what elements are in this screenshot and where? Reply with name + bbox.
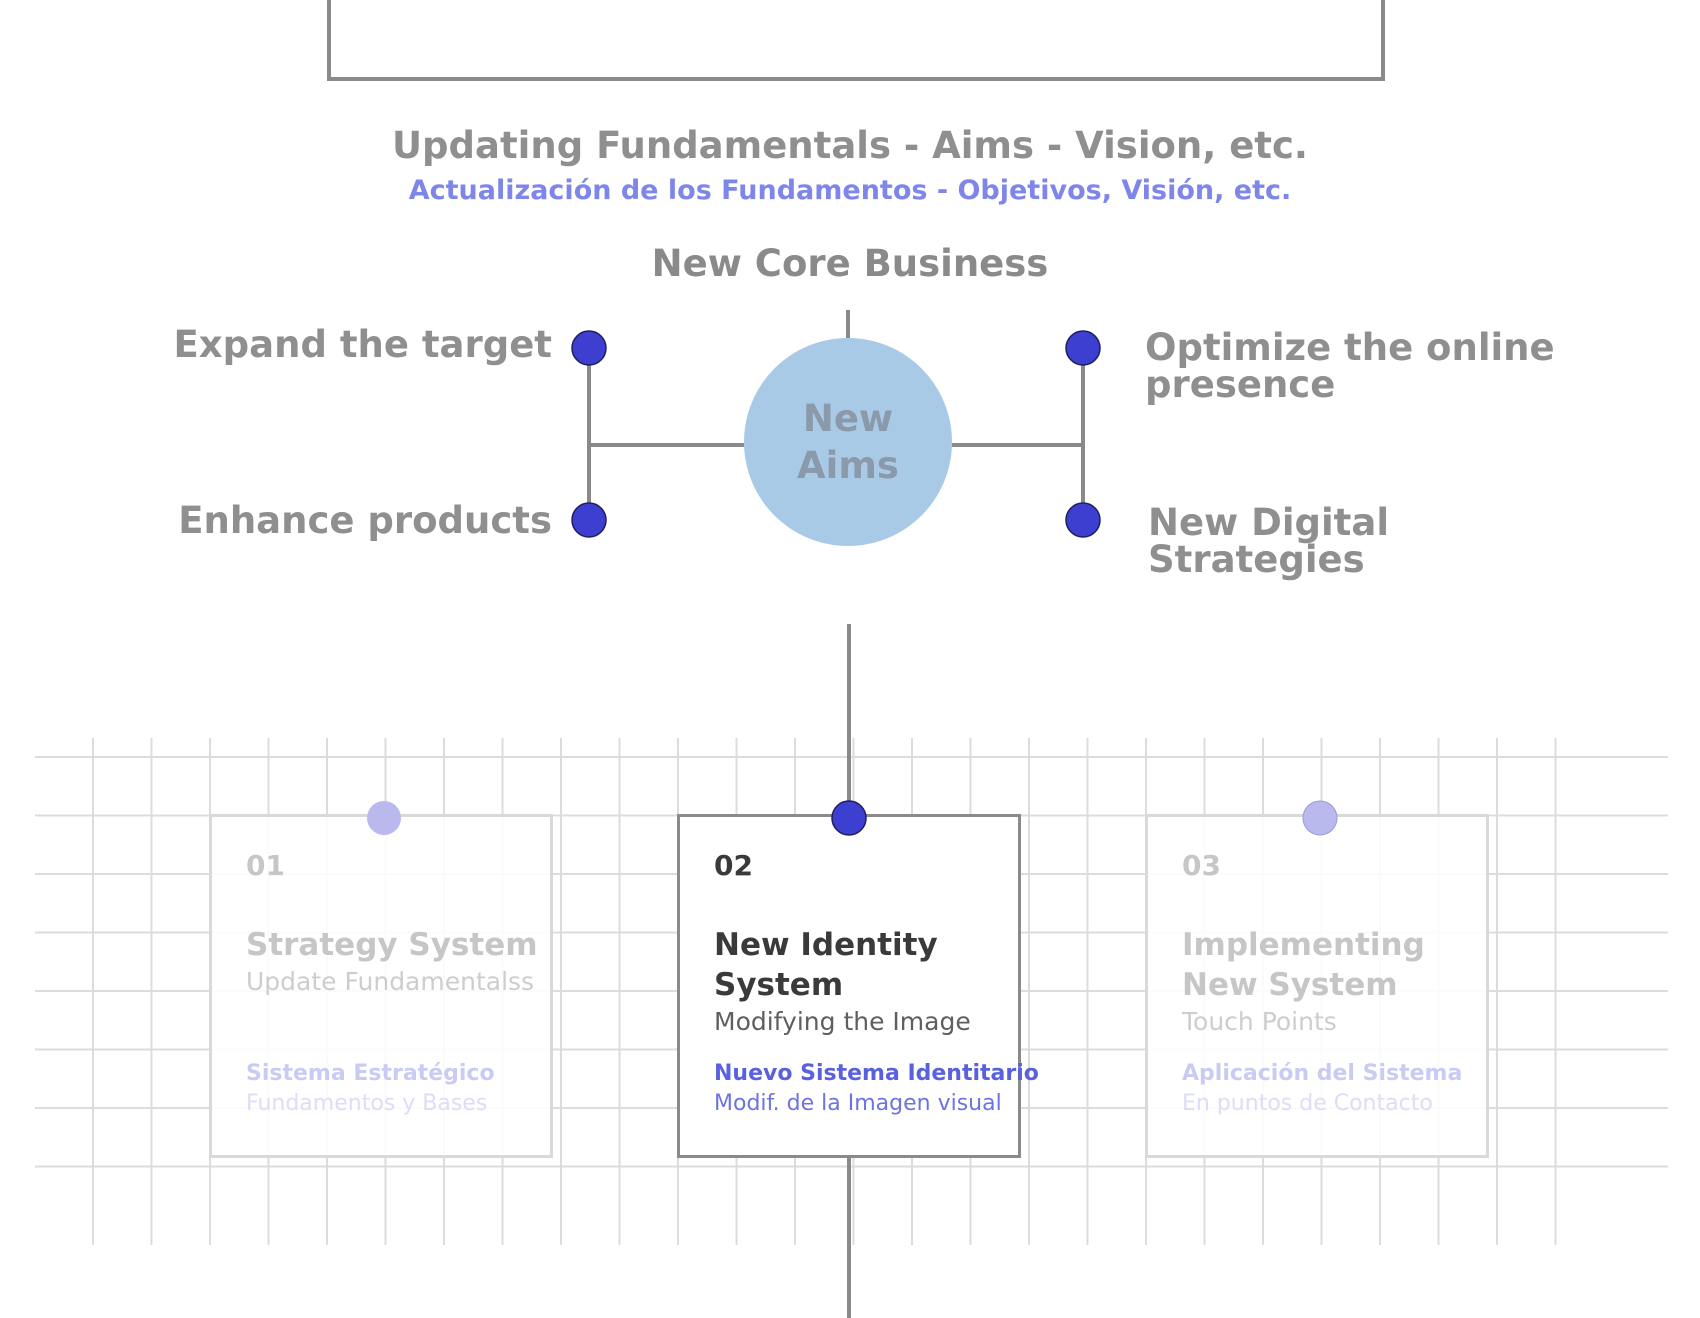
aim-enhance-products: Enhance products [178,499,552,542]
new-aims-circle: New Aims [744,338,952,546]
card-strategy-system[interactable]: 01 Strategy System Update Fundamentalss … [209,814,553,1158]
card-spanish-subtitle: Fundamentos y Bases [246,1091,488,1116]
card-subtitle: Update Fundamentalss [246,967,535,996]
card-title-line1: Implementing [1182,927,1425,963]
core-business-label: New Core Business [651,242,1049,285]
card-subtitle: Modifying the Image [714,1007,971,1036]
heading-spanish: Actualización de los Fundamentos - Objet… [408,175,1292,206]
aim-expand-target: Expand the target [173,323,552,366]
heading-english: Updating Fundamentals - Aims - Vision, e… [392,124,1308,167]
top-frame [327,0,1385,81]
card-spanish-subtitle: Modif. de la Imagen visual [714,1091,1002,1116]
center-line1: New [802,397,894,440]
aim-optimize-line2: presence [1145,363,1336,406]
card-title-line2: System [714,967,844,1003]
card-number: 03 [1182,849,1221,882]
aim-optimize-line1: Optimize the online [1145,326,1555,369]
card-new-identity-system[interactable]: 02 New Identity System Modifying the Ima… [677,814,1039,1158]
card-title-line1: New Identity [714,927,938,963]
card-number: 01 [246,849,285,882]
card-spanish-subtitle: En puntos de Contacto [1182,1091,1433,1116]
card-spanish-title: Aplicación del Sistema [1182,1061,1463,1086]
card-title: New Identity System Modifying the Image [714,925,1014,1038]
card-title: Strategy System Update Fundamentalss [246,925,546,998]
card-subtitle: Touch Points [1182,1007,1337,1036]
aim-digital-line2: Strategies [1148,538,1365,581]
card-implementing-system[interactable]: 03 Implementing New System Touch Points … [1145,814,1489,1158]
card-title-line1: Strategy System [246,927,538,963]
aim-optimize-online: Optimize the online presence [1145,329,1555,403]
aim-digital-strategies: New Digital Strategies [1148,504,1389,578]
aim-digital-line1: New Digital [1148,501,1390,544]
card-number: 02 [714,849,753,882]
center-line2: Aims [797,444,899,487]
card-title: Implementing New System Touch Points [1182,925,1482,1038]
card-spanish-title: Nuevo Sistema Identitario [714,1061,1039,1086]
card-title-line2: New System [1182,967,1398,1003]
card-spanish-title: Sistema Estratégico [246,1061,495,1086]
